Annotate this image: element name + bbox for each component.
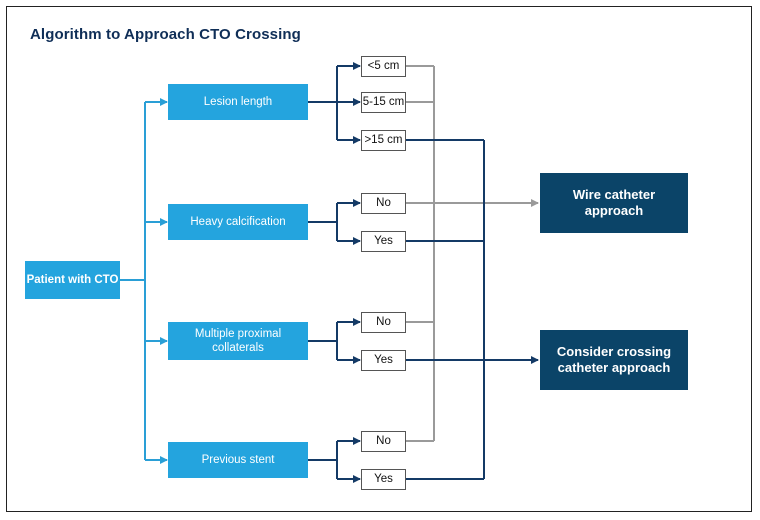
option-stent-no: No: [361, 431, 406, 452]
option-5-to-15cm: 5-15 cm: [361, 92, 406, 113]
option-less-than-5cm: <5 cm: [361, 56, 406, 77]
start-connectors: [120, 98, 168, 464]
wire-connectors: [406, 65, 539, 442]
criterion-collaterals: Multiple proximal collaterals: [168, 322, 308, 360]
option-greater-than-15cm: >15 cm: [361, 130, 406, 151]
option-stent-yes: Yes: [361, 469, 406, 490]
criterion-lesion-length: Lesion length: [168, 84, 308, 120]
criteria-connectors: [308, 62, 361, 483]
diagram-frame: [6, 6, 752, 512]
outcome-wire-catheter: Wire catheter approach: [540, 173, 688, 233]
option-calcification-yes: Yes: [361, 231, 406, 252]
criterion-heavy-calcification: Heavy calcification: [168, 204, 308, 240]
crossing-connectors: [406, 139, 539, 480]
option-calcification-no: No: [361, 193, 406, 214]
start-node: Patient with CTO: [25, 261, 120, 299]
diagram-title: Algorithm to Approach CTO Crossing: [30, 26, 301, 43]
outcome-crossing-catheter: Consider crossing catheter approach: [540, 330, 688, 390]
criterion-previous-stent: Previous stent: [168, 442, 308, 478]
option-collaterals-yes: Yes: [361, 350, 406, 371]
option-collaterals-no: No: [361, 312, 406, 333]
